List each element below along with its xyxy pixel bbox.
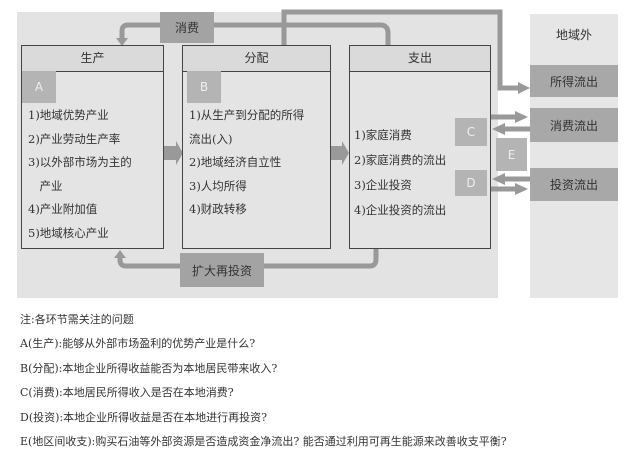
note-e: E(地区间收支):购买石油等外部资源是否造成资金净流出? 能否通过利用可再生能源… bbox=[20, 435, 507, 449]
outside-region-column: 地域外 bbox=[530, 14, 618, 298]
list-item: 1)家庭消费 bbox=[354, 128, 412, 142]
invest-in-arrowhead bbox=[492, 173, 505, 185]
list-item: 3)以外部市场为主的 bbox=[28, 155, 132, 169]
note-c: C(消费):本地居民所得收入是否在本地消费? bbox=[20, 386, 234, 400]
consume-out-arrowhead bbox=[515, 111, 528, 123]
consume-flow-label: 消费 bbox=[160, 12, 214, 43]
letter-a-badge: A bbox=[22, 71, 56, 103]
list-item: 3)企业投资 bbox=[354, 178, 412, 192]
reinvest-arrowhead bbox=[114, 250, 126, 258]
flow-arrows bbox=[114, 9, 530, 269]
production-title: 生产 bbox=[22, 46, 163, 72]
list-item: 2)产业劳动生产率 bbox=[28, 131, 121, 146]
consume-arrowhead bbox=[116, 38, 128, 46]
letter-c-badge: C bbox=[455, 118, 487, 146]
distribution-to-expenditure-arrow bbox=[331, 141, 349, 165]
list-item: 2)家庭消费的流出 bbox=[354, 153, 447, 167]
note-d: D(投资):本地企业所得收益是否在本地进行再投资? bbox=[20, 410, 268, 424]
list-item: 5)地域核心产业 bbox=[28, 225, 109, 240]
investment-outflow-label: 投资流出 bbox=[530, 168, 618, 201]
invest-out-arrowhead bbox=[515, 183, 528, 195]
income-outflow-label: 所得流出 bbox=[530, 65, 618, 97]
list-item: 4)产业附加值 bbox=[28, 202, 98, 216]
letter-b-badge: B bbox=[187, 71, 221, 103]
note-a: A(生产):能够从外部市场盈利的优势产业是什么? bbox=[20, 337, 256, 351]
income-outflow-line bbox=[281, 9, 518, 91]
consume-line bbox=[214, 22, 391, 45]
outside-title: 地域外 bbox=[555, 28, 592, 42]
list-item: 2)地域经济自立性 bbox=[189, 155, 282, 169]
production-box: 生产 A 1)地域优势产业 2)产业劳动生产率 3)以外部市场为主的 产业 4)… bbox=[21, 45, 164, 249]
reinvest-line bbox=[264, 249, 379, 269]
letter-e-badge: E bbox=[496, 138, 527, 171]
expenditure-box: 支出 C D 1)家庭消费 2)家庭消费的流出 3)企业投资 4)企业投资的流出 bbox=[349, 45, 491, 249]
letter-d-badge: D bbox=[455, 170, 487, 196]
reinvest-arrow bbox=[117, 258, 180, 269]
list-item: 4)企业投资的流出 bbox=[354, 203, 447, 217]
reinvest-flow-label: 扩大再投资 bbox=[180, 253, 264, 287]
production-to-distribution-arrow bbox=[164, 141, 183, 165]
income-outflow-arrowhead bbox=[518, 82, 530, 94]
list-item: 1)地域优势产业 bbox=[28, 108, 109, 122]
consumption-outflow-label: 消费流出 bbox=[530, 108, 618, 142]
expenditure-title: 支出 bbox=[350, 46, 490, 72]
list-item: 产业 bbox=[28, 178, 63, 193]
list-item: 3)人均所得 bbox=[189, 178, 247, 193]
consume-in-arrowhead bbox=[492, 123, 505, 135]
list-item: 流出(入) bbox=[189, 131, 233, 146]
list-item: 1)从生产到分配的所得 bbox=[189, 108, 305, 122]
distribution-title: 分配 bbox=[183, 46, 330, 72]
list-item: 4)财政转移 bbox=[189, 202, 247, 216]
notes: 注:各环节需关注的问题 A(生产):能够从外部市场盈利的优势产业是什么? B(分… bbox=[20, 308, 507, 454]
notes-title: 注:各环节需关注的问题 bbox=[20, 313, 134, 326]
note-b: B(分配):本地企业所得收益能否为本地居民带来收入? bbox=[20, 361, 278, 375]
consume-arrow bbox=[119, 22, 160, 38]
distribution-box: 分配 B 1)从生产到分配的所得 流出(入) 2)地域经济自立性 3)人均所得 … bbox=[182, 45, 331, 249]
